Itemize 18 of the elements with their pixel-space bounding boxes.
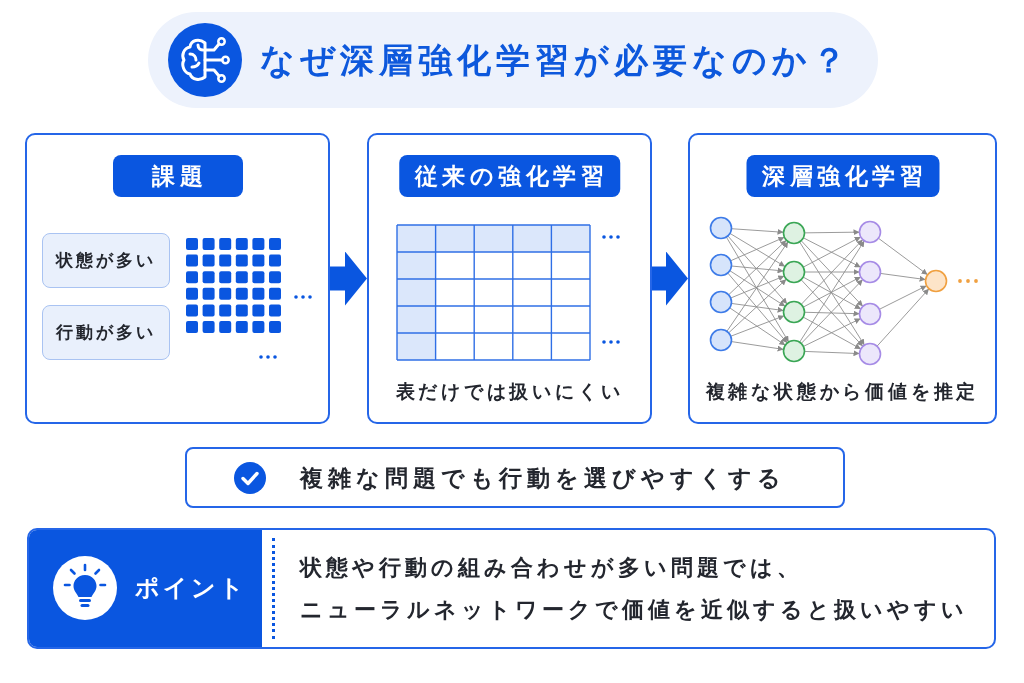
panel-heading: 従来の強化学習 (398, 155, 621, 197)
condition-label: 行動が多い (42, 305, 170, 360)
arrow (330, 251, 367, 306)
panel-card (25, 133, 330, 424)
panel-caption: 複雑な状態から価値を推定 (705, 380, 980, 404)
condition-label: 状態が多い (42, 233, 170, 288)
point-label: ポイント (135, 573, 247, 604)
panel-card (367, 133, 652, 424)
panel-heading: 深層強化学習 (746, 155, 939, 197)
point-text: 状態や行動の組み合わせが多い問題では、ニューラルネットワークで価値を近似すると扱いやすい (300, 554, 969, 624)
panel-caption: 表だけでは扱いにくい (395, 380, 624, 404)
panel-card (688, 133, 997, 424)
summary-box (185, 447, 845, 508)
panel-heading: 課題 (112, 155, 243, 197)
arrow (652, 251, 688, 306)
point-box (27, 528, 996, 649)
title: なぜ深層強化学習が必要なのか？ (260, 39, 851, 82)
summary-text: 複雑な問題でも行動を選びやすくする (300, 463, 786, 493)
